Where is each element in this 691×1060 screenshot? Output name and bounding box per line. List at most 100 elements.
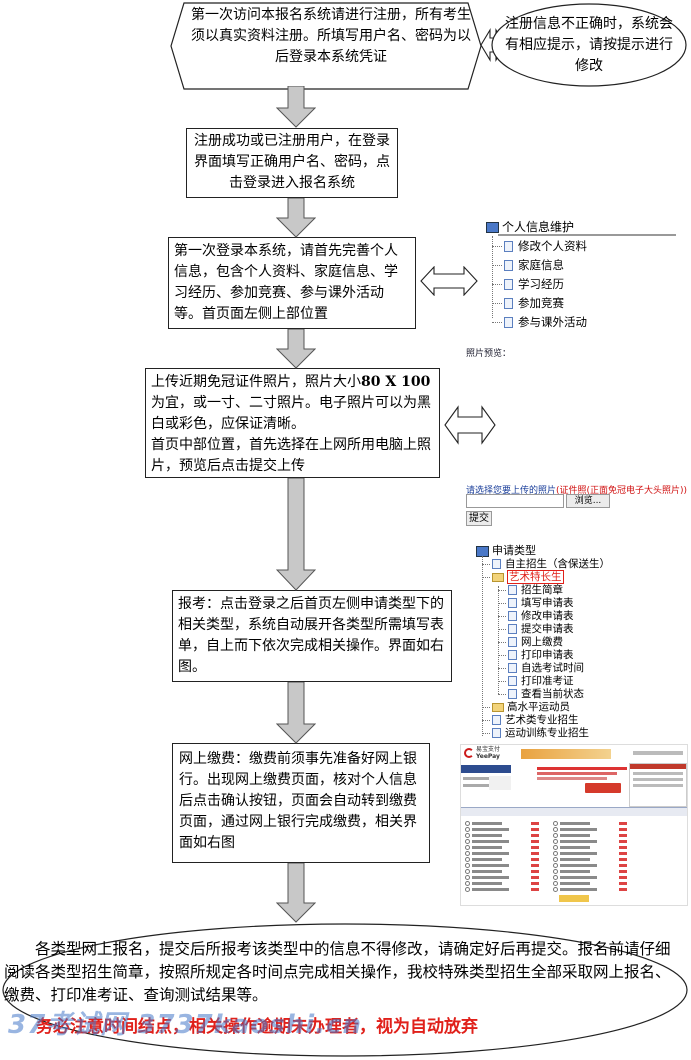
bank-help-link[interactable]: [619, 858, 627, 861]
bank-help-link[interactable]: [531, 852, 539, 855]
apply-tree-item-label: 高水平运动员: [507, 701, 570, 713]
apply-tree-item[interactable]: 高水平运动员: [482, 699, 570, 714]
bank-name: [472, 846, 502, 849]
personal-menu-item[interactable]: 参与课外活动: [492, 314, 587, 330]
pay-confirm-button[interactable]: [585, 783, 621, 793]
bank-name: [472, 888, 509, 891]
apply-tree-item-label: 自选考试时间: [521, 662, 584, 674]
bank-radio[interactable]: [553, 863, 558, 868]
bank-help-link[interactable]: [531, 876, 539, 879]
bank-help-link[interactable]: [619, 828, 627, 831]
bank-radio[interactable]: [553, 869, 558, 874]
bank-help-link[interactable]: [531, 870, 539, 873]
step-register-text: 第一次访问本报名系统请进行注册，所有考生须以真实资料注册。所填写用户名、密码为以…: [191, 7, 471, 65]
bank-name: [472, 822, 502, 825]
apply-tree-item[interactable]: 填写申请表: [498, 595, 574, 610]
personal-menu-panel: 个人信息维护 修改个人资料家庭信息学习经历参加竞赛参与课外活动: [486, 216, 686, 330]
bank-help-link[interactable]: [619, 852, 627, 855]
bank-radio[interactable]: [465, 839, 470, 844]
bank-radio[interactable]: [465, 881, 470, 886]
bank-help-link[interactable]: [531, 828, 539, 831]
tree-connector: [492, 265, 502, 266]
bank-name: [472, 834, 502, 837]
bank-help-link[interactable]: [531, 864, 539, 867]
bank-radio[interactable]: [465, 863, 470, 868]
photo-file-input[interactable]: [466, 494, 564, 508]
bank-name: [560, 858, 590, 861]
bank-help-link[interactable]: [619, 840, 627, 843]
bank-radio[interactable]: [553, 851, 558, 856]
apply-tree-item[interactable]: 自主招生（含保送生）: [482, 556, 610, 571]
step-login-box: 注册成功或已注册用户，在登录界面填写正确用户名、密码，点击登录进入报名系统: [186, 128, 398, 198]
bank-radio[interactable]: [465, 821, 470, 826]
bank-help-link[interactable]: [619, 846, 627, 849]
bank-radio[interactable]: [465, 851, 470, 856]
bank-radio[interactable]: [465, 827, 470, 832]
apply-tree-item[interactable]: 运动训练专业招生: [482, 725, 589, 740]
bank-help-link[interactable]: [619, 834, 627, 837]
personal-menu-item[interactable]: 家庭信息: [492, 257, 564, 273]
personal-menu-item[interactable]: 参加竞赛: [492, 295, 564, 311]
personal-menu-item-label: 家庭信息: [518, 258, 564, 272]
apply-tree-panel: 申请类型 自主招生（含保送生）艺术特长生招生简章填写申请表修改申请表提交申请表网…: [476, 540, 686, 745]
tree-connector: [492, 246, 502, 247]
bank-radio[interactable]: [553, 839, 558, 844]
apply-tree-item[interactable]: 提交申请表: [498, 621, 574, 636]
bank-help-link[interactable]: [531, 888, 539, 891]
bank-radio[interactable]: [465, 857, 470, 862]
bank-help-link[interactable]: [531, 822, 539, 825]
tree-connector: [498, 615, 506, 617]
document-icon: [508, 637, 517, 647]
apply-tree-item[interactable]: 自选考试时间: [498, 660, 584, 675]
personal-menu-item[interactable]: 修改个人资料: [492, 238, 587, 254]
apply-tree-item[interactable]: 打印申请表: [498, 647, 574, 662]
bank-help-link[interactable]: [619, 822, 627, 825]
bank-help-link[interactable]: [619, 888, 627, 891]
step-apply-text: 报考：点击登录之后首页左侧申请类型下的相关类型，系统自动展开各类型所需填写表单，…: [178, 596, 444, 675]
bank-radio[interactable]: [553, 827, 558, 832]
apply-tree-item[interactable]: 修改申请表: [498, 608, 574, 623]
bank-radio[interactable]: [465, 845, 470, 850]
photo-browse-button[interactable]: 浏览...: [566, 494, 610, 508]
monitor-icon: [486, 222, 499, 233]
bank-help-link[interactable]: [619, 882, 627, 885]
bank-radio[interactable]: [553, 845, 558, 850]
bank-radio[interactable]: [553, 833, 558, 838]
apply-tree-item[interactable]: 查看当前状态: [498, 686, 584, 701]
bank-help-link[interactable]: [619, 870, 627, 873]
bank-radio[interactable]: [465, 875, 470, 880]
document-icon: [504, 241, 513, 252]
photo-submit-button[interactable]: 提交: [466, 511, 492, 526]
personal-menu-root[interactable]: 个人信息维护: [486, 218, 574, 235]
bank-radio[interactable]: [465, 869, 470, 874]
bank-help-link[interactable]: [531, 840, 539, 843]
bank-help-link[interactable]: [531, 834, 539, 837]
apply-tree-item[interactable]: 招生简章: [498, 582, 563, 597]
bank-radio[interactable]: [553, 881, 558, 886]
bank-help-link[interactable]: [619, 876, 627, 879]
apply-tree-item[interactable]: 艺术特长生: [482, 569, 564, 584]
apply-tree-item-label: 修改申请表: [521, 610, 574, 622]
bank-radio[interactable]: [553, 857, 558, 862]
bank-radio[interactable]: [553, 887, 558, 892]
apply-tree-item[interactable]: 艺术类专业招生: [482, 712, 579, 727]
bank-radio[interactable]: [553, 875, 558, 880]
document-icon: [508, 676, 517, 686]
bank-radio[interactable]: [465, 887, 470, 892]
pay-tab-bar: [461, 807, 687, 816]
personal-menu-item[interactable]: 学习经历: [492, 276, 564, 292]
apply-tree-root[interactable]: 申请类型: [476, 542, 536, 558]
arrow-down-5: [276, 682, 316, 744]
bank-radio[interactable]: [553, 821, 558, 826]
watermark-logo: 37考试网 3737kaoshi.cn: [8, 1010, 362, 1040]
document-icon: [508, 585, 517, 595]
apply-tree-item[interactable]: 打印准考证: [498, 673, 574, 688]
bank-help-link[interactable]: [531, 882, 539, 885]
pay-next-button[interactable]: [559, 895, 589, 902]
bank-help-link[interactable]: [531, 846, 539, 849]
apply-tree-item[interactable]: 网上缴费: [498, 634, 563, 649]
bank-help-link[interactable]: [531, 858, 539, 861]
bank-radio[interactable]: [465, 833, 470, 838]
final-note-text: 各类型网上报名，提交后所报考该类型中的信息不得修改，请确定好后再提交。报名前请仔…: [4, 940, 671, 1004]
bank-help-link[interactable]: [619, 864, 627, 867]
